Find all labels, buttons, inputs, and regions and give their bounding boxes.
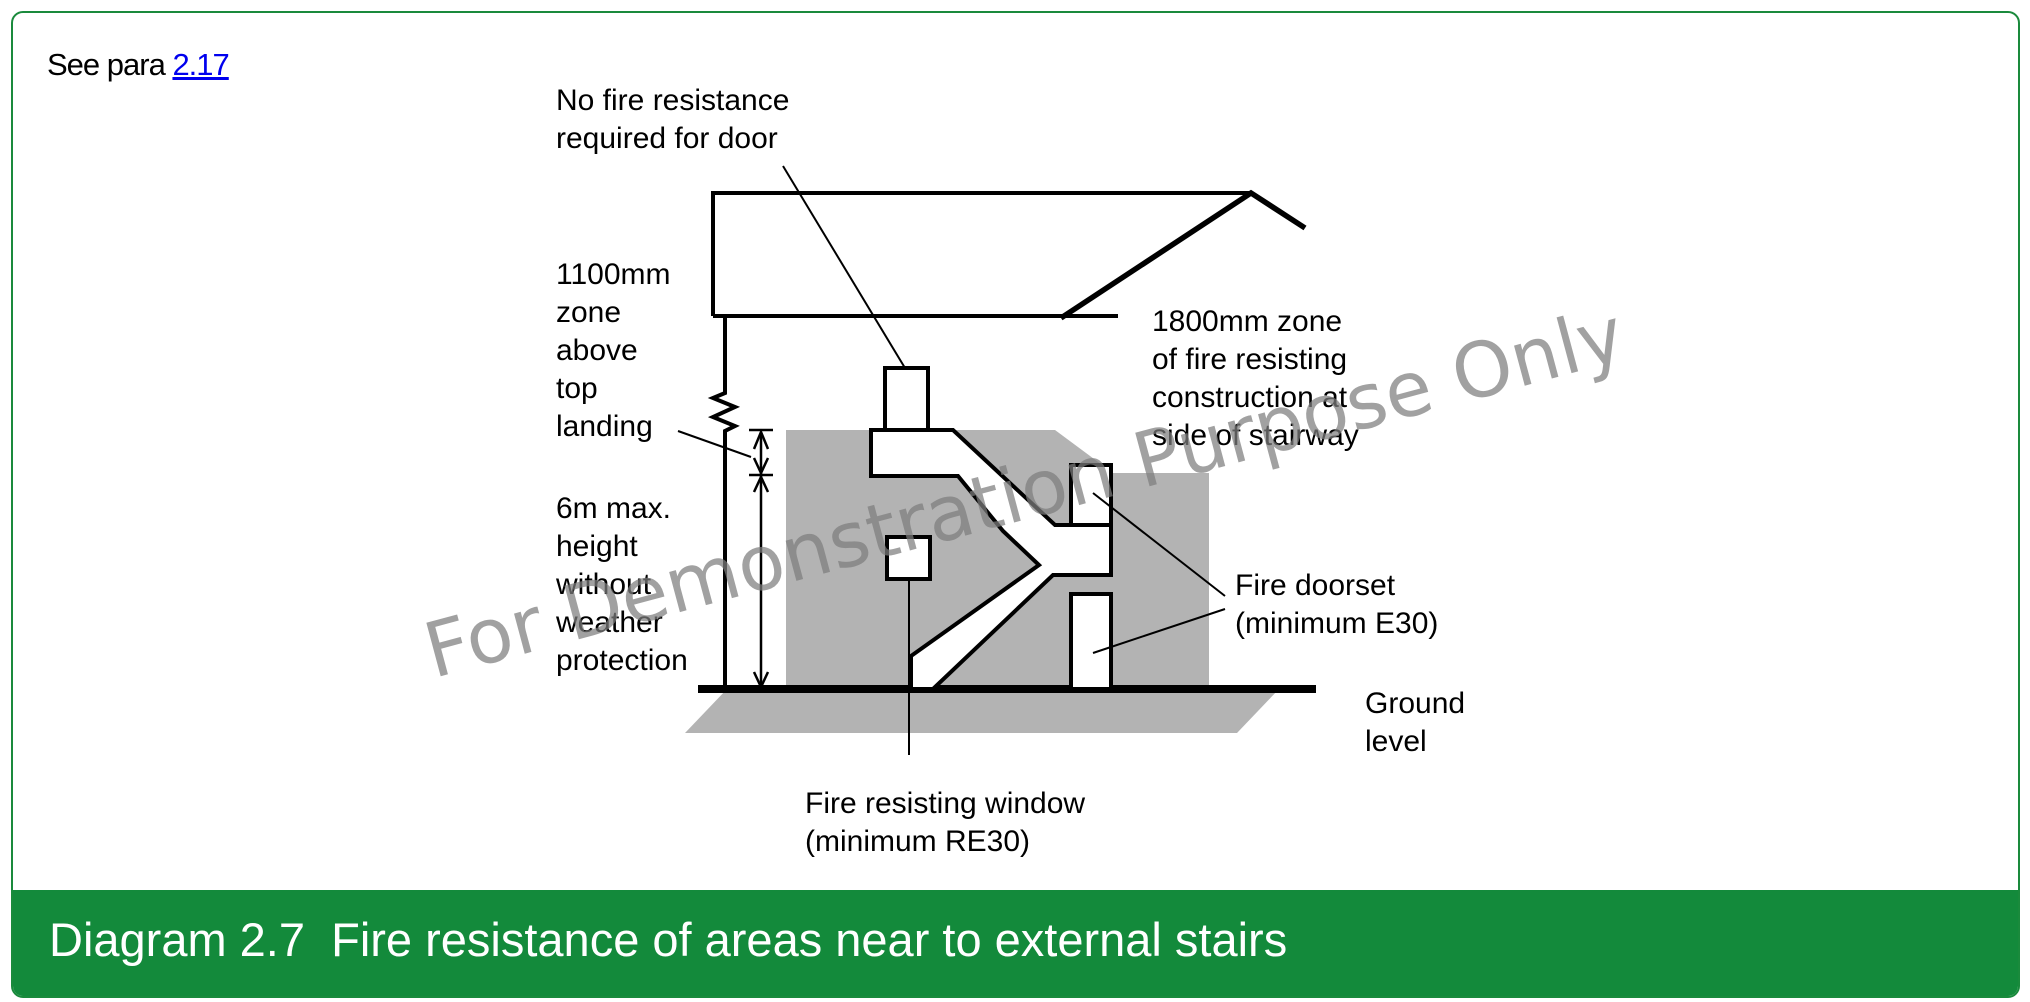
leader-lines	[677, 165, 1226, 755]
caption-bar: Diagram 2.7 Fire resistance of areas nea…	[13, 890, 2018, 996]
diagram-title: Fire resistance of areas near to externa…	[331, 913, 1288, 966]
building-outline	[707, 189, 1307, 689]
see-para-reference: See para 2.17	[47, 47, 230, 83]
external-stair	[869, 428, 1113, 691]
stair-diagram: No fire resistance required for door 110…	[415, 84, 1633, 858]
fire-doorset-lower	[1069, 592, 1113, 691]
label-fire-window: Fire resisting window (minimum RE30)	[805, 787, 1093, 858]
label-no-fire-door: No fire resistance required for door	[556, 84, 798, 155]
diagram-caption: Diagram 2.7 Fire resistance of areas nea…	[49, 912, 1287, 967]
label-1100mm-zone: 1100mm zone above top landing	[556, 258, 679, 443]
see-para-link[interactable]: 2.17	[172, 47, 229, 82]
fire-doorset-upper	[1069, 463, 1113, 527]
diagram-number: Diagram 2.7	[49, 913, 305, 966]
diagram-frame: See para 2.17	[11, 11, 2020, 998]
label-6m-max-height: 6m max. height without weather protectio…	[555, 492, 688, 677]
see-para-prefix: See para	[47, 47, 173, 82]
top-landing-door	[883, 366, 930, 432]
label-1800mm-zone: 1800mm zone of fire resisting constructi…	[1152, 305, 1359, 452]
ground-shadow	[685, 689, 1279, 733]
label-ground-level: Ground level	[1365, 687, 1473, 758]
fire-resisting-window	[885, 535, 932, 581]
dimension-lines	[749, 428, 773, 691]
label-fire-doorset: Fire doorset (minimum E30)	[1235, 569, 1438, 640]
